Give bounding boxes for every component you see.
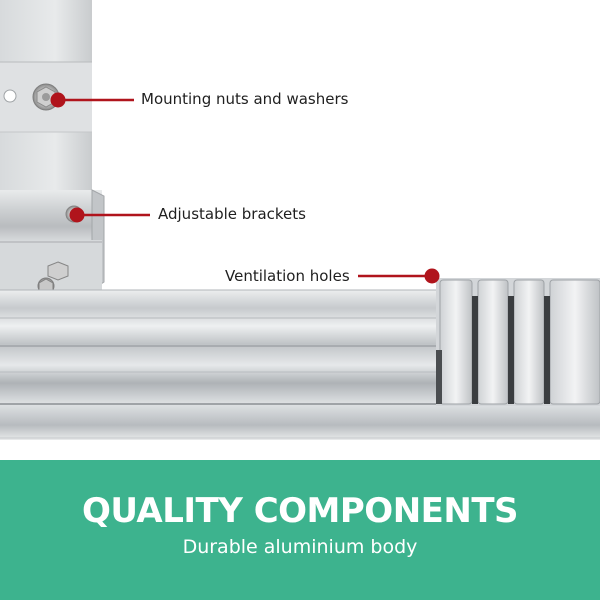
callout-adjustable-brackets: Adjustable brackets [158, 205, 306, 223]
callout-leaders [50, 92, 440, 284]
heater-closeup-photo [0, 0, 600, 440]
banner-subtitle: Durable aluminium body [182, 536, 418, 558]
callout-ventilation-holes: Ventilation holes [225, 267, 350, 285]
feature-banner [0, 460, 600, 600]
callout-mounting-nuts: Mounting nuts and washers [141, 90, 349, 108]
banner-title: QUALITY COMPONENTS [81, 491, 519, 531]
